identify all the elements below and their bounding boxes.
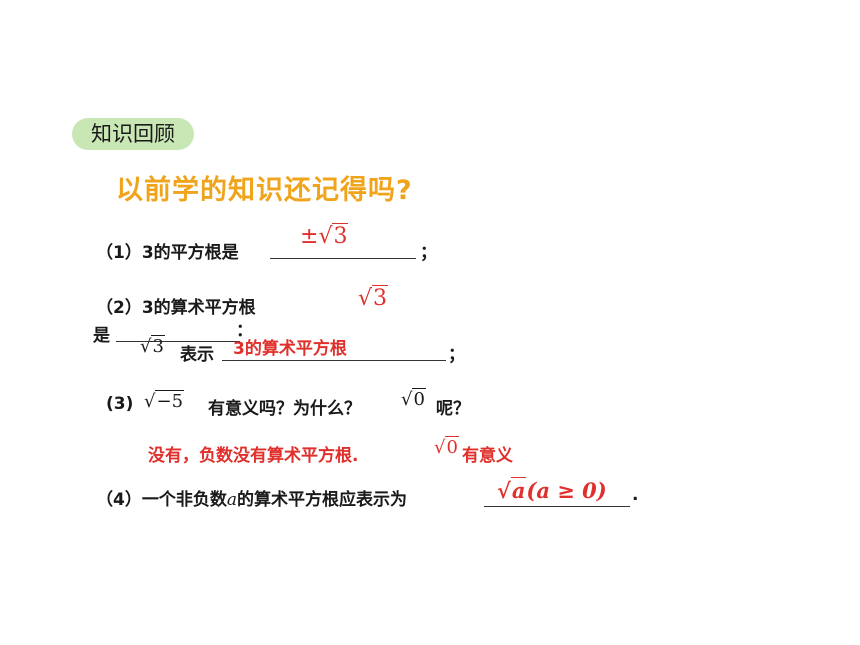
- q1-blank-line: [270, 258, 416, 259]
- sqrt-icon: √: [401, 389, 413, 410]
- section-badge: 知识回顾: [72, 118, 194, 150]
- q2-colon: ：: [236, 321, 253, 341]
- sqrt-icon: √: [358, 286, 373, 311]
- sqrt-icon: √: [140, 336, 152, 357]
- question-1: （1）3的平方根是: [96, 238, 239, 263]
- q3-answer-text: 没有，负数没有算术平方根.: [148, 446, 359, 466]
- q2-blank-line-2: [222, 360, 446, 361]
- q2-blank-line-1: [116, 341, 240, 342]
- question-4: （4）一个非负数a的算术平方根应表示为: [96, 485, 407, 510]
- q4-var: a: [226, 490, 237, 510]
- q3-answer-tail: 有意义: [462, 446, 513, 466]
- q1-answer-radicand: 3: [332, 223, 349, 249]
- q4-end: .: [632, 485, 639, 505]
- q2-answer-radicand: 3: [372, 285, 389, 311]
- q4-answer-radicand: a: [510, 477, 527, 503]
- question-2: （2）3的算术平方根: [96, 293, 256, 318]
- q3-label: (3): [106, 394, 134, 414]
- q3-answer-radicand: 0: [445, 436, 459, 458]
- q3-radicand-neg5: −5: [155, 390, 185, 412]
- q4-text: 的算术平方根应表示为: [236, 490, 407, 510]
- q2-line2-start: 是: [93, 326, 110, 346]
- q1-label: （1）3的平方根是: [96, 243, 239, 263]
- q2-radicand: 3: [151, 335, 165, 357]
- q2-label: （2）3的算术平方根: [96, 298, 256, 318]
- q1-end: ；: [420, 243, 437, 263]
- q1-answer-sqrt: √3: [318, 223, 349, 249]
- q1-answer: ±√3: [300, 223, 349, 249]
- q2-answer-text: 3的算术平方根: [233, 339, 347, 359]
- q4-answer: √a(a ≥ 0): [497, 477, 607, 503]
- q4-label: （4）一个非负数: [96, 490, 227, 510]
- q2-answer-sqrt: √3: [358, 285, 389, 311]
- subtitle: 以前学的知识还记得吗?: [116, 175, 413, 206]
- sqrt-icon: √: [434, 437, 446, 458]
- q3-sqrt-neg5: √−5: [144, 390, 185, 412]
- badge-label: 知识回顾: [91, 122, 175, 146]
- q1-answer-pm: ±: [300, 224, 319, 249]
- q2-end: ；: [448, 345, 465, 365]
- q3-answer-sqrt0: √0: [434, 436, 459, 458]
- q3-text: 有意义吗？为什么？: [208, 399, 361, 419]
- q2-means: 表示: [180, 345, 214, 365]
- sqrt-icon: √: [318, 224, 333, 249]
- q2-sqrt3: √3: [140, 335, 165, 357]
- sqrt-icon: √: [144, 391, 156, 412]
- q4-blank-line: [484, 506, 630, 507]
- q3-radicand-0: 0: [412, 388, 426, 410]
- q4-answer-cond: (a ≥ 0): [526, 478, 607, 503]
- q3-sqrt-0: √0: [401, 388, 426, 410]
- q3-end: 呢？: [436, 399, 470, 419]
- sqrt-icon: √: [497, 478, 511, 503]
